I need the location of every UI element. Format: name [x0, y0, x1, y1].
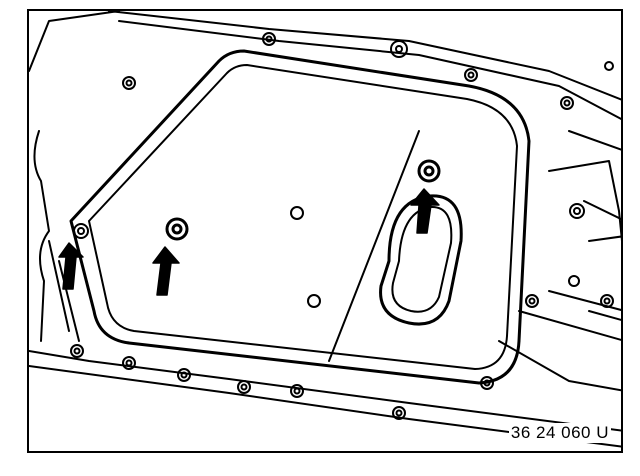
- rim-bolts: [70, 32, 614, 420]
- oil-pan-rim-inner: [88, 64, 518, 370]
- oil-pan-rim-outer: [69, 49, 531, 385]
- illustration-frame: 36 24 060 U: [27, 9, 623, 453]
- indicator-arrow: [410, 188, 440, 234]
- indicator-arrow: [152, 246, 180, 296]
- transmission-oil-pan-drawing: [29, 11, 621, 448]
- housing-outline: [29, 11, 621, 448]
- pan-hole: [307, 294, 321, 308]
- reference-code: 36 24 060 U: [508, 423, 611, 443]
- indicator-arrow: [58, 242, 84, 290]
- strainer-screws: [165, 159, 441, 241]
- pan-step-line: [328, 130, 420, 362]
- oval-recess: [379, 194, 463, 326]
- oval-recess-inner: [391, 205, 453, 313]
- pan-hole: [290, 206, 304, 220]
